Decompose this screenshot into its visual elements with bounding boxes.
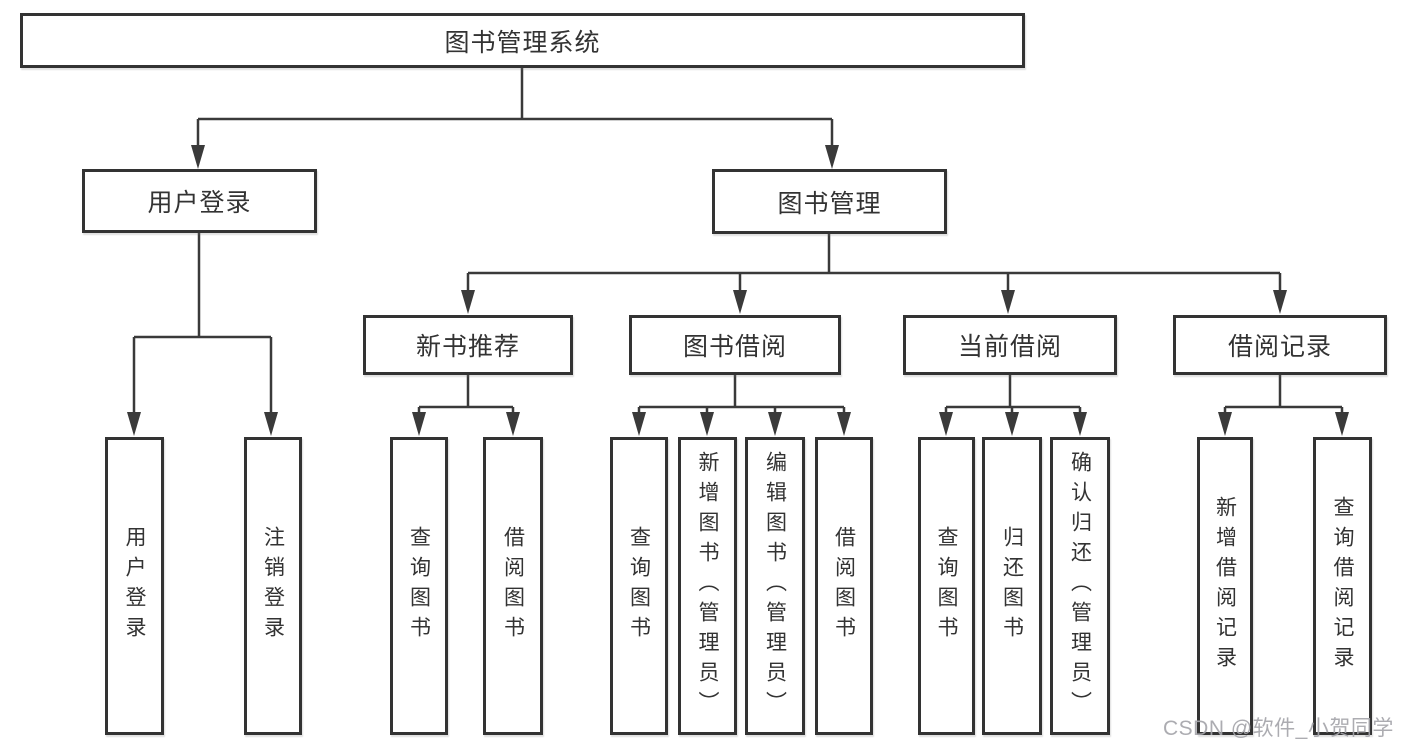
node-new-book-recommend: 新书推荐 bbox=[363, 315, 573, 375]
node-borrowing-records: 借阅记录 bbox=[1173, 315, 1387, 375]
leaf-recommend-borrow-books: 借阅图书 bbox=[483, 437, 543, 735]
leaf-logout-label: 注销登录 bbox=[261, 526, 285, 646]
leaf-borrowing-query-books-label: 查询图书 bbox=[627, 526, 651, 646]
node-new-book-recommend-label: 新书推荐 bbox=[415, 333, 520, 361]
leaf-logout: 注销登录 bbox=[244, 437, 302, 735]
leaf-recommend-query-books-label: 查询图书 bbox=[407, 526, 431, 646]
node-current-borrowing-label: 当前借阅 bbox=[957, 333, 1062, 361]
node-book-borrowing-label: 图书借阅 bbox=[682, 333, 787, 361]
node-book-borrowing: 图书借阅 bbox=[629, 315, 841, 375]
leaf-confirm-return-admin: 确认归还（管理员） bbox=[1050, 437, 1110, 735]
node-system-root-label: 图书管理系统 bbox=[444, 28, 601, 57]
leaf-user-login-label: 用户登录 bbox=[123, 526, 146, 646]
leaf-add-borrow-record-label: 新增借阅记录 bbox=[1213, 496, 1237, 676]
csdn-watermark: CSDN @软件_小贺同学 bbox=[1163, 717, 1394, 740]
leaf-borrowing-query-books: 查询图书 bbox=[610, 437, 668, 735]
leaf-query-borrow-record-label: 查询借阅记录 bbox=[1331, 496, 1354, 676]
node-system-root: 图书管理系统 bbox=[20, 13, 1025, 68]
leaf-current-query-books-label: 查询图书 bbox=[935, 526, 958, 646]
leaf-recommend-borrow-books-label: 借阅图书 bbox=[501, 526, 525, 646]
leaf-return-books-label: 归还图书 bbox=[1000, 526, 1024, 646]
leaf-add-books-admin: 新增图书（管理员） bbox=[678, 437, 737, 735]
node-user-login: 用户登录 bbox=[82, 169, 317, 233]
leaf-query-borrow-record: 查询借阅记录 bbox=[1313, 437, 1372, 735]
leaf-confirm-return-admin-label: 确认归还（管理员） bbox=[1068, 451, 1092, 721]
node-user-login-label: 用户登录 bbox=[147, 189, 252, 217]
node-book-management: 图书管理 bbox=[712, 169, 947, 234]
leaf-edit-books-admin: 编辑图书（管理员） bbox=[745, 437, 805, 735]
node-borrowing-records-label: 借阅记录 bbox=[1227, 333, 1332, 361]
node-current-borrowing: 当前借阅 bbox=[903, 315, 1117, 375]
leaf-return-books: 归还图书 bbox=[982, 437, 1042, 735]
leaf-add-borrow-record: 新增借阅记录 bbox=[1197, 437, 1253, 735]
leaf-edit-books-admin-label: 编辑图书（管理员） bbox=[763, 451, 787, 721]
leaf-recommend-query-books: 查询图书 bbox=[390, 437, 448, 735]
arrowheads bbox=[127, 145, 1349, 436]
leaf-current-query-books: 查询图书 bbox=[918, 437, 975, 735]
leaf-user-login: 用户登录 bbox=[105, 437, 164, 735]
leaf-add-books-admin-label: 新增图书（管理员） bbox=[696, 451, 719, 721]
leaf-borrowing-borrow-books: 借阅图书 bbox=[815, 437, 873, 735]
leaf-borrowing-borrow-books-label: 借阅图书 bbox=[832, 526, 856, 646]
node-book-management-label: 图书管理 bbox=[777, 189, 882, 218]
